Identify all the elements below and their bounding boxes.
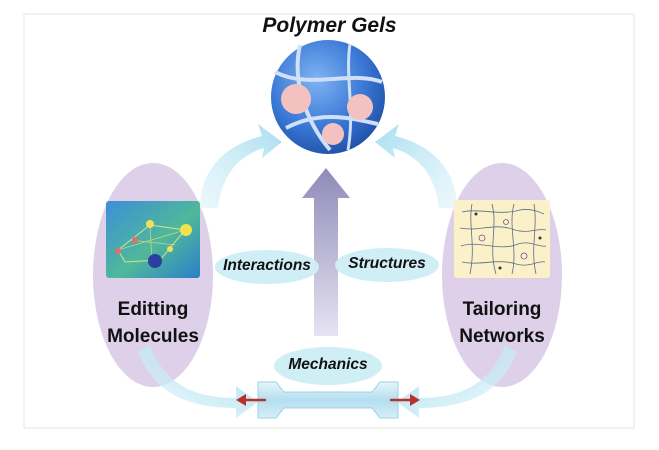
left-side-label: Editting Molecules <box>93 296 213 350</box>
right-side-line2: Networks <box>459 326 545 347</box>
diagram-title: Polymer Gels <box>262 14 397 37</box>
tailored-network-image <box>454 200 550 278</box>
left-up-arrow <box>200 124 282 208</box>
tensile-specimen-icon <box>257 381 399 419</box>
frame-border <box>23 13 635 429</box>
right-down-arrow <box>397 345 517 418</box>
pill-structures-label: Structures <box>348 255 426 272</box>
left-tension-arrow-icon <box>236 394 266 406</box>
right-tension-arrow-icon <box>390 394 420 406</box>
pill-interactions-shape <box>215 250 319 284</box>
left-side-line2: Molecules <box>107 326 199 347</box>
molecule-network-image <box>106 201 200 278</box>
right-side-label: Tailoring Networks <box>442 296 562 350</box>
left-side-line1: Editting <box>117 299 189 320</box>
polymer-gel-sphere-icon <box>271 40 385 154</box>
pill-structures-shape <box>335 248 439 282</box>
right-up-arrow <box>375 124 457 208</box>
pill-mechanics-label: Mechanics <box>288 356 368 373</box>
pill-interactions-label: Interactions <box>223 257 311 274</box>
pill-mechanics-shape <box>274 347 382 385</box>
right-side-line1: Tailoring <box>462 299 542 320</box>
center-up-arrow <box>302 168 350 336</box>
left-down-arrow <box>138 345 258 418</box>
